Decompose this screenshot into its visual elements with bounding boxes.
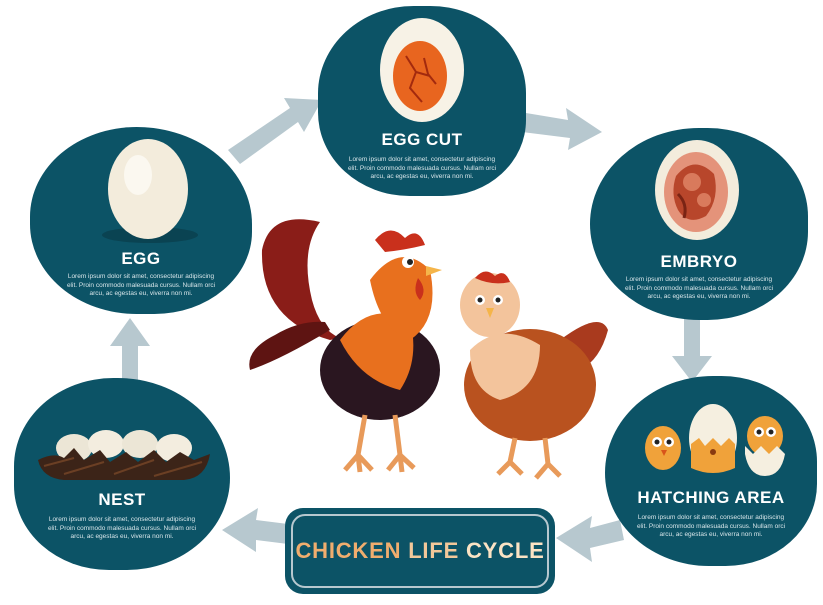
hatching-chicks-icon (645, 404, 785, 476)
diagram-title: CHICKEN LIFE CYCLE (285, 538, 555, 564)
stage-label: EGG CUT (381, 130, 463, 149)
stage-description: Lorem ipsum dolor sit amet, consectetur … (624, 276, 774, 300)
cycle-arrow-icon (110, 318, 150, 380)
embryo-egg-icon (655, 140, 739, 240)
stage-description: Lorem ipsum dolor sit amet, consectetur … (636, 514, 786, 538)
title-frame (291, 514, 549, 588)
title-word-life: LIFE (408, 538, 460, 563)
stage-egg-cut-panel: EGG CUT Lorem ipsum dolor sit amet, cons… (318, 6, 526, 196)
stage-hatching-area-panel: HATCHING AREA Lorem ipsum dolor sit amet… (605, 376, 817, 566)
cycle-arrow-icon (222, 508, 288, 552)
stage-nest-panel: NEST Lorem ipsum dolor sit amet, consect… (14, 378, 230, 570)
cycle-arrow-icon (228, 98, 322, 164)
diagram-title-box: CHICKEN LIFE CYCLE (285, 508, 555, 594)
nest-eggs-icon (38, 430, 210, 480)
title-word-cycle: CYCLE (465, 538, 545, 563)
stage-description: Lorem ipsum dolor sit amet, consectetur … (47, 516, 197, 540)
stage-label: HATCHING AREA (637, 488, 785, 507)
stage-description: Lorem ipsum dolor sit amet, consectetur … (66, 273, 216, 297)
stage-label: EMBRYO (660, 252, 738, 271)
stage-label: NEST (98, 490, 146, 509)
stage-embryo-panel: EMBRYO Lorem ipsum dolor sit amet, conse… (590, 128, 808, 320)
cycle-arrow-icon (520, 108, 602, 150)
egg-icon (102, 139, 198, 243)
title-word-chicken: CHICKEN (295, 538, 402, 563)
cycle-arrow-icon (556, 516, 624, 562)
cracked-egg-icon (380, 18, 464, 122)
stage-egg-panel: EGG Lorem ipsum dolor sit amet, consecte… (30, 127, 252, 314)
stage-label: EGG (121, 249, 161, 268)
cycle-arrow-icon (672, 316, 712, 382)
stage-description: Lorem ipsum dolor sit amet, consectetur … (347, 156, 497, 180)
